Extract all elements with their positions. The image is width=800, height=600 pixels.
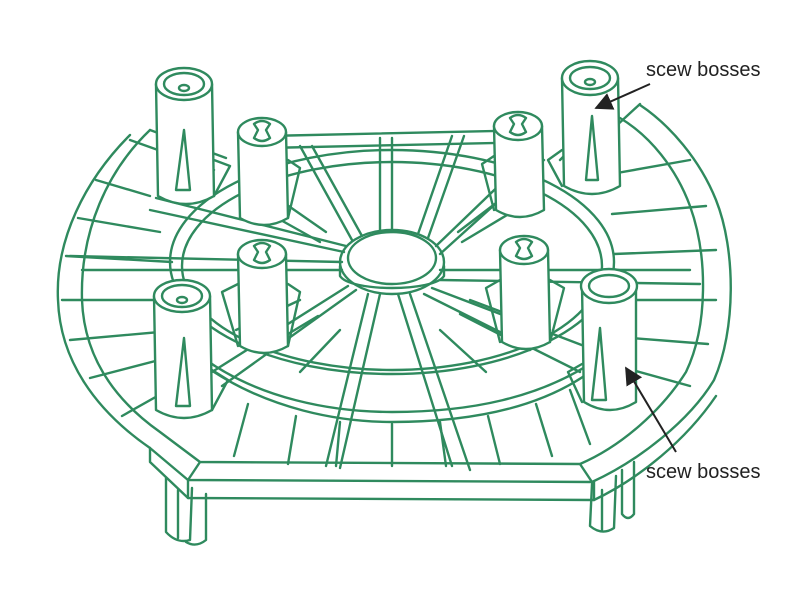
pin-front-right	[484, 234, 566, 351]
callout-arrow-bottom	[625, 366, 677, 453]
outer-rim	[56, 103, 732, 502]
pin-back-left	[236, 116, 302, 227]
screw-boss-back-right	[546, 59, 622, 196]
pin-back-right	[480, 110, 546, 219]
callout-label-top: scew bosses	[646, 59, 761, 81]
screw-boss-back-left	[154, 66, 232, 206]
callout-label-bottom: scew bosses	[646, 461, 761, 483]
center-hub	[338, 228, 446, 296]
callout-arrow-top	[594, 83, 651, 110]
pin-front-left	[220, 238, 302, 355]
legs	[164, 460, 636, 546]
screw-boss-front-left	[152, 278, 230, 420]
screw-boss-front-right	[566, 267, 639, 412]
